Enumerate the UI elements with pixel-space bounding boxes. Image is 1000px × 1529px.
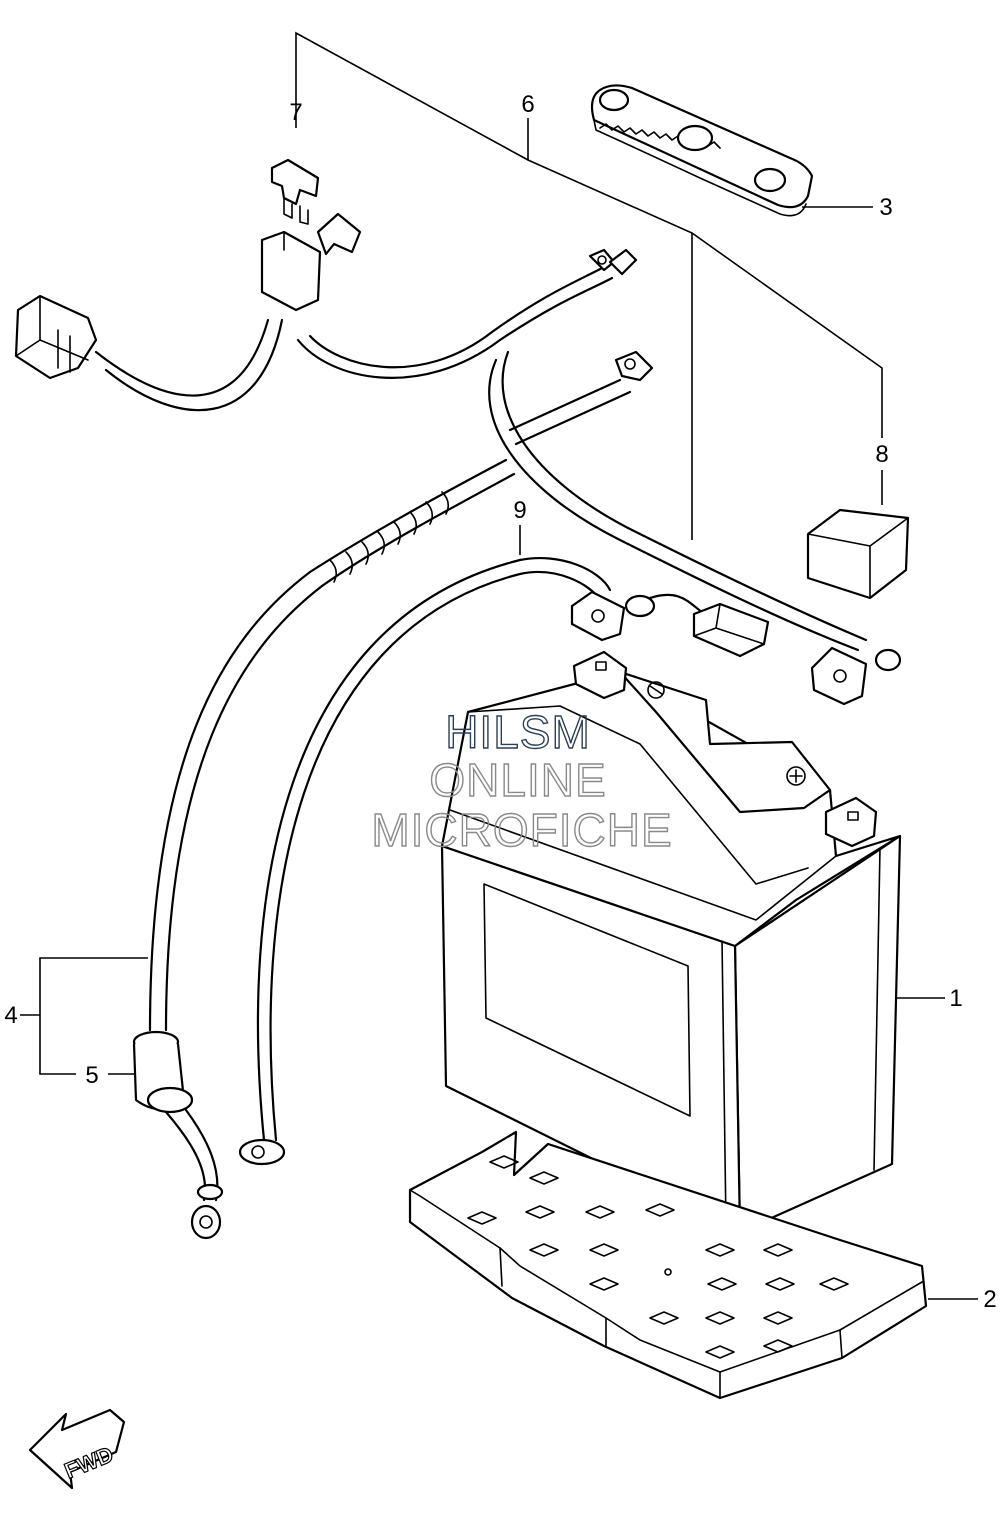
direction-indicator: FWD bbox=[28, 1408, 126, 1490]
callout-3: 3 bbox=[879, 194, 892, 221]
battery-cable-negative bbox=[132, 570, 324, 1240]
watermark-line-3: MICROFICHE bbox=[371, 804, 672, 856]
callout-7: 7 bbox=[289, 99, 302, 126]
battery bbox=[440, 650, 902, 1234]
callout-2: 2 bbox=[983, 1286, 996, 1313]
battery-tray bbox=[408, 1130, 928, 1400]
callout-4: 4 bbox=[4, 1002, 17, 1029]
terminal-cover bbox=[806, 508, 910, 600]
leader-lines bbox=[20, 31, 978, 1300]
watermark-line-2: ONLINE bbox=[429, 754, 606, 806]
callout-8: 8 bbox=[875, 441, 888, 468]
callout-5: 5 bbox=[85, 1062, 98, 1089]
wiring-harness bbox=[14, 212, 902, 706]
watermark: HILSM ONLINE MICROFICHE bbox=[371, 705, 673, 856]
callout-6: 6 bbox=[521, 91, 534, 118]
rubber-cushion bbox=[590, 84, 814, 217]
watermark-line-1: HILSM bbox=[445, 706, 591, 758]
fuse bbox=[270, 158, 320, 225]
callout-9: 9 bbox=[513, 497, 526, 524]
callouts: 7 6 3 8 9 1 4 5 2 bbox=[4, 91, 996, 1313]
arrow-forward-icon bbox=[28, 1408, 126, 1490]
battery-cable-positive bbox=[238, 556, 770, 1166]
callout-1: 1 bbox=[949, 985, 962, 1012]
